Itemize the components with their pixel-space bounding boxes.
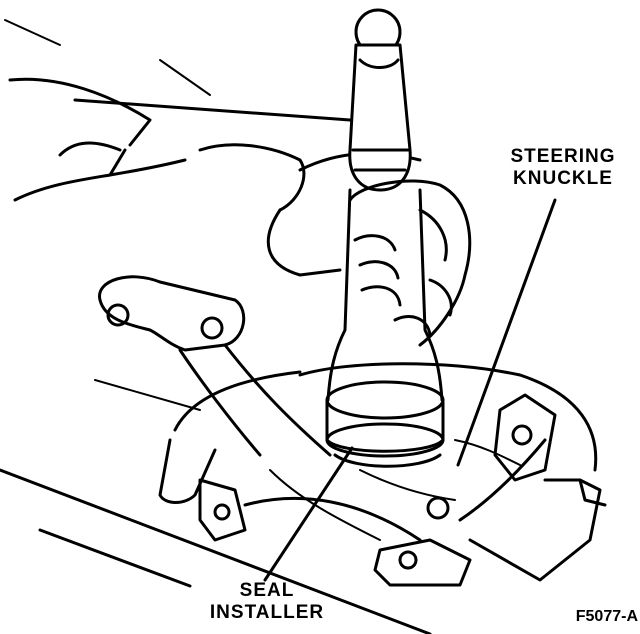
gripping-hand <box>348 179 472 347</box>
steering-knuckle-leader <box>456 198 557 467</box>
steering-knuckle-label-line-2: KNUCKLE <box>513 168 613 189</box>
leader-lines <box>263 198 557 582</box>
hammer <box>348 8 412 192</box>
seal-installer-tool <box>325 188 445 468</box>
steering-knuckle-label-line-1: STEERING <box>510 146 616 167</box>
steering-knuckle-label: STEERING KNUCKLE <box>488 146 638 190</box>
workbench-lines <box>0 19 432 634</box>
seal-installer-label: SEAL INSTALLER <box>192 580 342 624</box>
seal-installer-leader <box>263 446 354 582</box>
figure-id: F5077-A <box>575 608 638 625</box>
seal-installer-label-line-2: INSTALLER <box>209 602 325 623</box>
seal-installer-label-line-1: SEAL <box>239 580 295 601</box>
steering-knuckle <box>98 275 607 587</box>
